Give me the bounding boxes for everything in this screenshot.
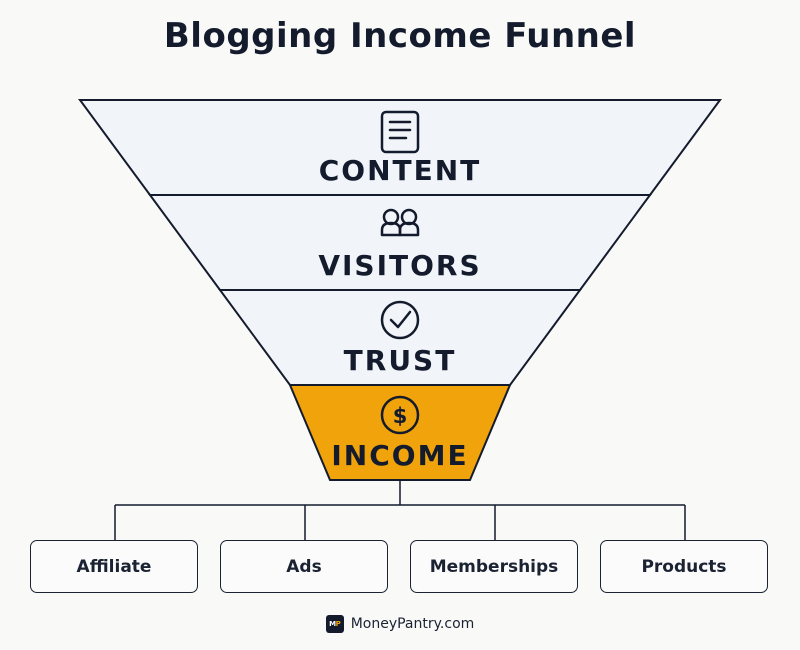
stage-label-content: CONTENT xyxy=(319,154,482,187)
dollar-circle-icon: $ xyxy=(380,395,420,435)
connector-lines xyxy=(114,480,686,540)
output-box-products: Products xyxy=(600,540,768,593)
page-title: Blogging Income Funnel xyxy=(163,16,637,56)
stage-label-income: INCOME xyxy=(331,439,468,472)
logo-p: P xyxy=(335,620,341,628)
logo-m: M xyxy=(329,620,336,628)
svg-text:$: $ xyxy=(393,404,408,428)
output-box-ads: Ads xyxy=(220,540,388,593)
stage-label-trust: TRUST xyxy=(344,344,457,377)
site-name: MoneyPantry.com xyxy=(350,616,475,632)
document-icon xyxy=(380,110,420,154)
check-circle-icon xyxy=(380,300,420,340)
output-box-memberships: Memberships xyxy=(410,540,578,593)
stage-label-visitors: VISITORS xyxy=(318,249,481,282)
users-icon xyxy=(380,208,420,237)
output-box-affiliate: Affiliate xyxy=(30,540,198,593)
